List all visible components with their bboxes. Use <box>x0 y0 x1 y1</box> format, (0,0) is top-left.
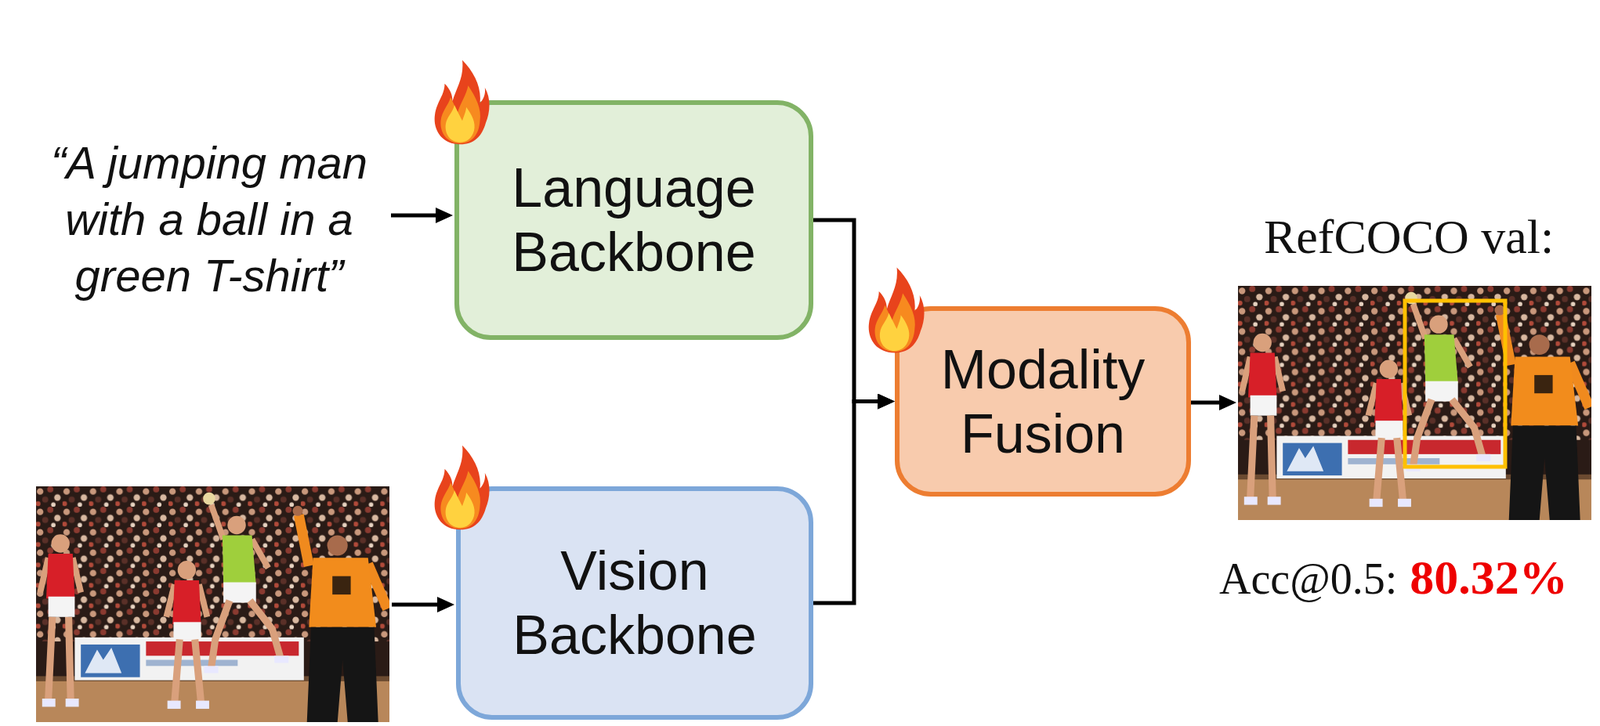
box-label: Vision Backbone <box>479 539 790 668</box>
trainable-flame-icon <box>868 267 925 354</box>
metric-label: Acc@0.5: <box>1219 550 1398 609</box>
language-backbone-box: Language Backbone <box>454 100 814 341</box>
output-photo <box>1238 285 1592 521</box>
trainable-flame-icon <box>434 60 490 145</box>
edge-group <box>813 220 887 604</box>
trainable-flame-icon <box>434 445 490 531</box>
input-photo <box>36 486 390 723</box>
result-row: Acc@0.5:80.32% <box>1219 548 1568 609</box>
metric-value: 80.32% <box>1409 548 1568 607</box>
vision-backbone-box: Vision Backbone <box>456 486 814 721</box>
modality-fusion-box: Modality Fusion <box>894 306 1191 497</box>
input-arrow <box>390 213 446 218</box>
box-label: Language Backbone <box>477 155 790 285</box>
connector-arrow <box>813 401 887 605</box>
dataset-label: RefCOCO val: <box>1263 207 1554 266</box>
box-label: Modality Fusion <box>918 337 1168 467</box>
input-arrow <box>391 603 447 608</box>
output-arrow <box>1190 401 1229 406</box>
query-text: “A jumping man with a ball in a green T-… <box>36 134 382 305</box>
grounding-box <box>1404 300 1506 467</box>
